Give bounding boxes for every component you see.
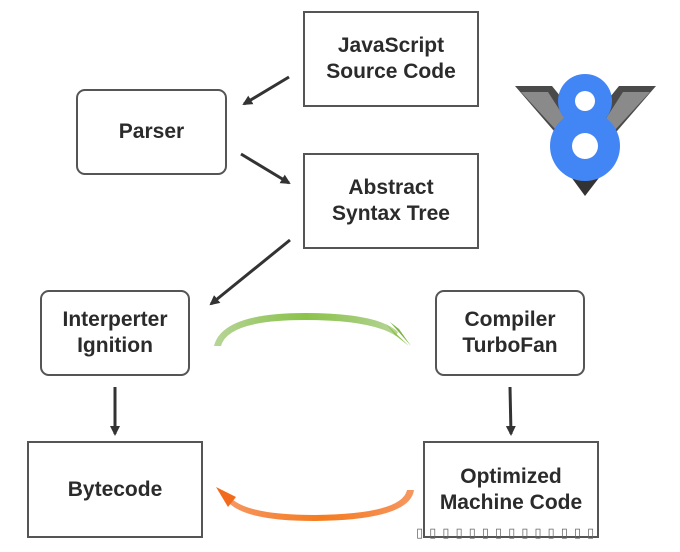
arrow-compiler-to-optimized [505, 386, 516, 436]
optimized-machine-code-box: Optimized Machine Code [423, 441, 599, 538]
v8-logo-icon [515, 74, 656, 196]
js-source-code-label: JavaScript Source Code [326, 34, 456, 83]
compiler-label: Compiler TurboFan [462, 308, 558, 357]
interpreter-label: Interperter Ignition [62, 308, 168, 357]
arrow-source-to-parser [242, 75, 290, 106]
compiler-box: Compiler TurboFan [435, 290, 585, 376]
optimize-curved-arrow [214, 313, 411, 346]
ast-label: Abstract Syntax Tree [332, 176, 450, 225]
bytecode-label: Bytecode [67, 477, 163, 501]
arrow-ast-to-interpreter [209, 238, 291, 306]
optimized-machine-code-label: Optimized Machine Code [439, 464, 583, 514]
ast-box: Abstract Syntax Tree [303, 153, 479, 249]
arrow-parser-to-ast [240, 152, 291, 185]
deoptimize-curved-arrow [216, 487, 414, 521]
parser-label: Parser [118, 120, 185, 143]
js-source-code-box: JavaScript Source Code [303, 11, 479, 107]
watermark-text: ▯▯▯▯▯▯▯▯▯▯▯▯▯▯ [416, 525, 601, 540]
parser-box: Parser [76, 89, 227, 175]
bytecode-box: Bytecode [27, 441, 203, 538]
interpreter-box: Interperter Ignition [40, 290, 190, 376]
